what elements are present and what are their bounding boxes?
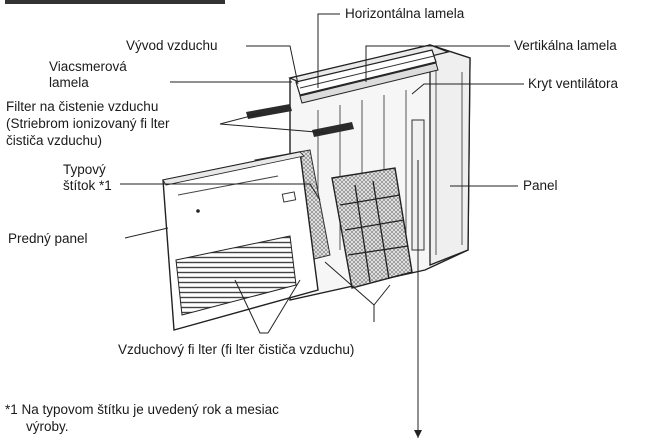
air-filter-front <box>331 167 413 289</box>
label-air-cleaning-filter-1: Filter na čistenie vzduchu <box>6 99 159 114</box>
leader-lines <box>120 13 524 438</box>
cut-off-header <box>5 0 225 4</box>
label-air-outlet: Vývod vzduchu <box>126 38 218 53</box>
label-type-plate-2: štítok *1 <box>63 178 112 193</box>
label-fan-cover: Kryt ventilátora <box>528 76 619 91</box>
label-front-panel: Predný panel <box>8 231 88 246</box>
label-type-plate-1: Typový <box>63 162 106 177</box>
label-multidirectional-louver-2: lamela <box>49 75 89 90</box>
label-horizontal-louver: Horizontálna lamela <box>345 6 465 21</box>
label-air-cleaning-filter-3: čističa vzduchu) <box>6 133 103 148</box>
footnote-line-1: *1 Na typovom štítku je uvedený rok a me… <box>5 402 279 417</box>
label-air-cleaning-filter-2: (Striebrom ionizovaný fi lter <box>6 116 170 131</box>
label-multidirectional-louver-1: Viacsmerová <box>49 59 127 74</box>
front-panel <box>162 151 319 331</box>
label-panel: Panel <box>523 178 558 193</box>
footnote-line-2: výroby. <box>26 419 69 434</box>
label-air-filter: Vzduchový fi lter (fi lter čističa vzduc… <box>118 342 355 357</box>
label-vertical-louver: Vertikálna lamela <box>514 38 617 53</box>
air-cleaning-filter-strips <box>246 104 354 137</box>
